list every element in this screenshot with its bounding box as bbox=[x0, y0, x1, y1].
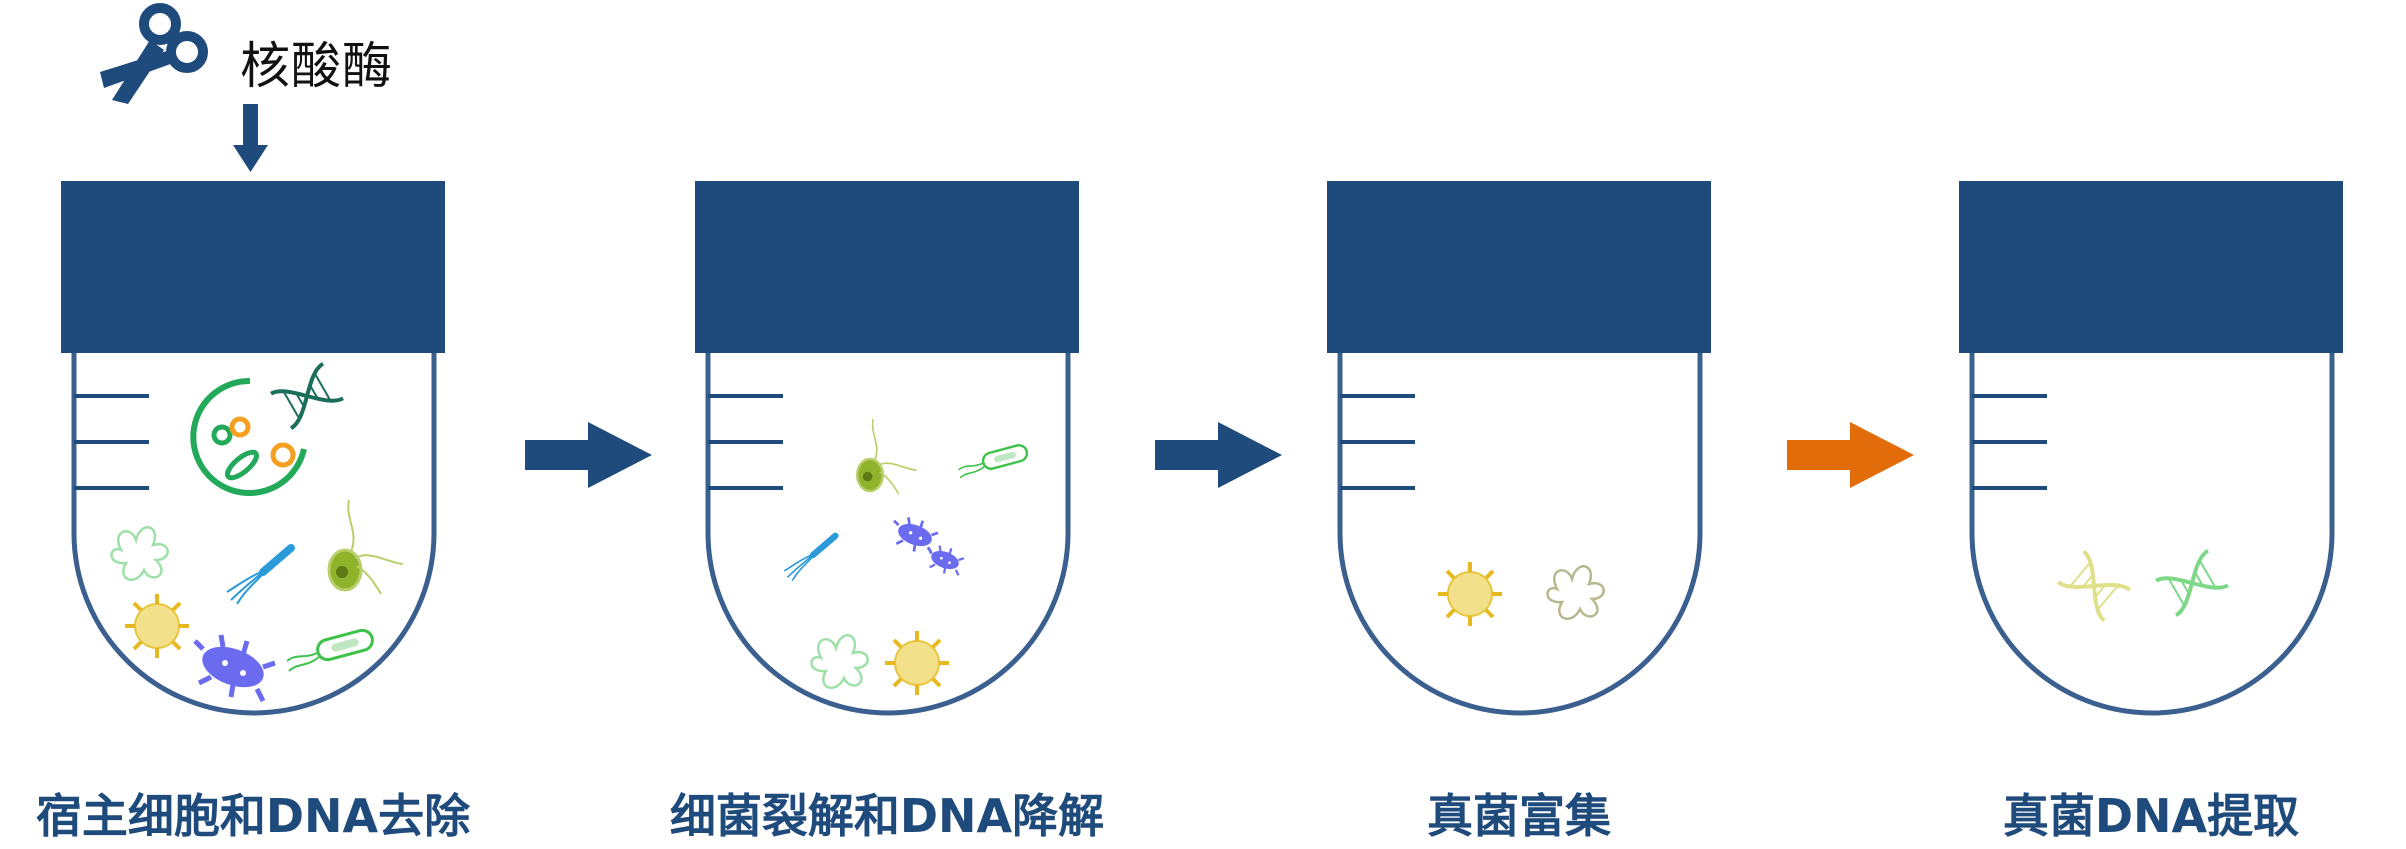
dna-helix-icon bbox=[269, 361, 345, 431]
tube-step-4 bbox=[1959, 181, 2343, 713]
step-2-label: 细菌裂解和DNA降解 bbox=[669, 789, 1105, 843]
purple-bacterium-icon bbox=[892, 516, 940, 556]
protist-icon bbox=[856, 417, 918, 496]
purple-bacterium-icon bbox=[926, 544, 966, 577]
host-cell-icon bbox=[190, 377, 307, 496]
tube-step-1 bbox=[61, 181, 445, 713]
fungus-icon bbox=[810, 634, 869, 690]
flagellate-bacterium-icon bbox=[784, 536, 835, 581]
dna-helix-icon bbox=[2154, 548, 2230, 618]
step-1-label: 宿主细胞和DNA去除 bbox=[35, 789, 471, 843]
dna-helix-icon bbox=[2056, 549, 2132, 623]
enzyme-label: 核酸酶 bbox=[240, 37, 393, 95]
step-4-label: 真菌DNA提取 bbox=[2002, 789, 2300, 843]
tube-step-3 bbox=[1327, 181, 1711, 713]
virus-icon bbox=[1436, 560, 1504, 628]
scissors-icon bbox=[100, 3, 208, 104]
arrow-right-icon bbox=[525, 422, 652, 488]
purple-bacterium-icon bbox=[195, 635, 275, 701]
green-bacterium-icon bbox=[957, 442, 1030, 479]
fungus-icon bbox=[1546, 565, 1605, 621]
down-arrow-icon bbox=[233, 104, 268, 172]
protist-icon bbox=[327, 498, 405, 596]
fungus-icon bbox=[110, 526, 169, 582]
green-bacterium-icon bbox=[285, 626, 377, 673]
arrow-right-highlight-icon bbox=[1787, 422, 1914, 488]
flagellate-bacterium-icon bbox=[227, 548, 291, 604]
step-3-label: 真菌富集 bbox=[1427, 789, 1611, 843]
arrow-right-icon bbox=[1155, 422, 1282, 488]
virus-icon bbox=[883, 629, 951, 697]
virus-icon bbox=[123, 592, 191, 660]
